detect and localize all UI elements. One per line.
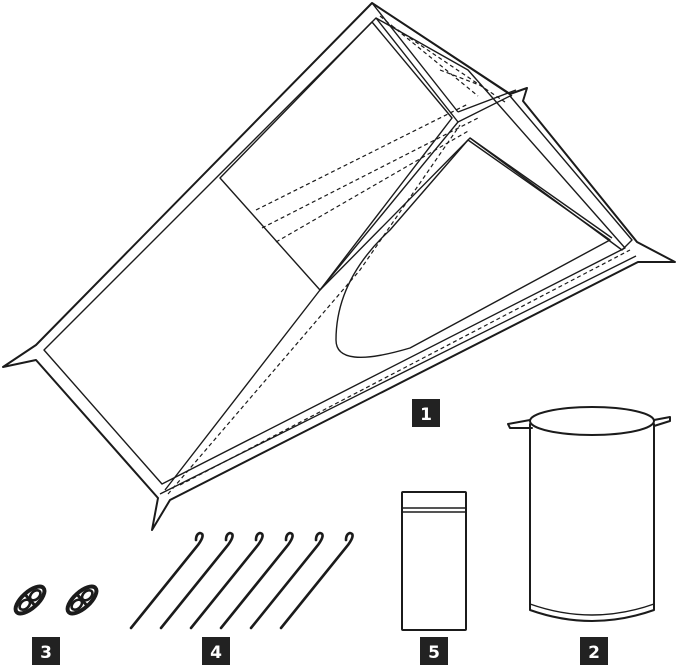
tent-stake-icon: [129, 531, 204, 630]
tent-stake-icon: [159, 531, 234, 630]
tent-stake-icon: [219, 531, 294, 630]
tent-drawing: [2, 2, 676, 531]
stuff-sack-body: [529, 423, 655, 622]
tent-front-frame: [319, 95, 633, 291]
label-badge-guylines: 3: [32, 637, 60, 665]
tent-stake-icon: [279, 531, 354, 630]
label-badge-stuff-sack: 2: [580, 637, 608, 665]
stuff-sack-drawing: [507, 406, 671, 622]
label-stuff-sack-number: 2: [588, 643, 600, 663]
guyline-coil-icon: [13, 584, 47, 616]
tent-outline: [2, 2, 676, 531]
label-repair-bag-number: 5: [428, 643, 440, 663]
label-badge-tent: 1: [412, 399, 440, 427]
label-stakes-number: 4: [210, 643, 222, 663]
label-tent-number: 1: [420, 405, 432, 425]
repair-bag-drawing: [401, 491, 467, 631]
tent-window: [219, 21, 453, 291]
label-badge-stakes: 4: [202, 637, 230, 665]
label-guylines-number: 3: [40, 643, 52, 663]
tent-ridge-seam: [164, 17, 459, 491]
tent-stake-icon: [249, 531, 324, 630]
stuff-sack-drawcord-left: [507, 419, 533, 429]
tent-stakes: [129, 531, 354, 630]
label-badge-repair-bag: 5: [420, 637, 448, 665]
stuff-sack-drawcord-right: [653, 416, 671, 427]
tent-door: [335, 139, 611, 358]
repair-bag-outline: [401, 491, 467, 631]
tent-stake-icon: [189, 531, 264, 630]
stuff-sack-rim: [529, 406, 655, 436]
guyline-coil-icon: [65, 584, 99, 616]
tent-left-panel: [43, 17, 626, 485]
